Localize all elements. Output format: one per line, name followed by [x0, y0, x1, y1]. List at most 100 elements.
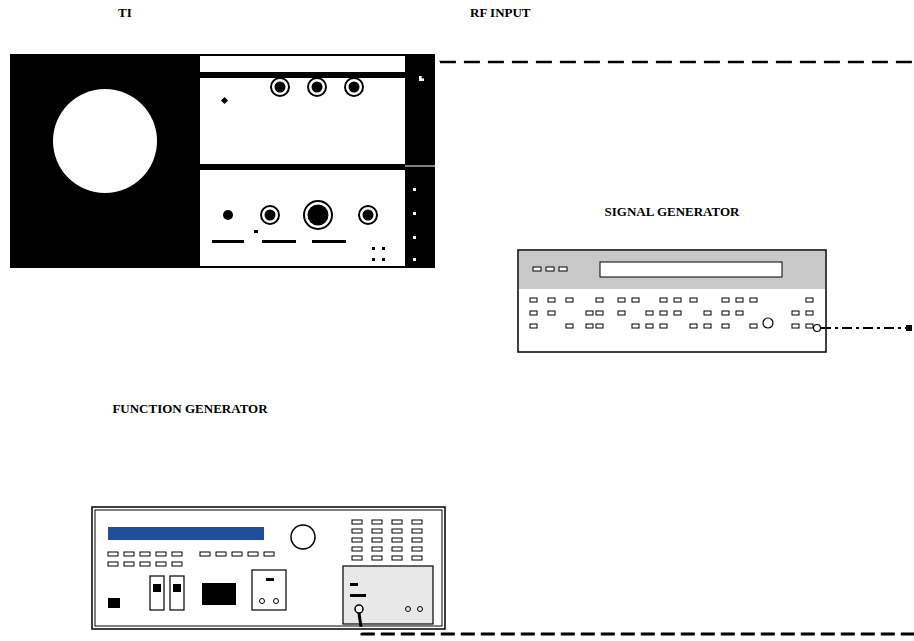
- switch: [150, 576, 164, 610]
- buttons: [530, 267, 813, 328]
- buttons: [108, 520, 422, 566]
- button: [156, 562, 166, 566]
- knob-center: [312, 82, 323, 93]
- lower-panel: [200, 170, 405, 266]
- button: [660, 324, 667, 328]
- button: [548, 298, 555, 302]
- button: [108, 552, 118, 556]
- button: [722, 324, 729, 328]
- jack: [418, 607, 423, 612]
- knob: [359, 206, 377, 224]
- housing: [518, 250, 826, 352]
- button: [806, 311, 813, 315]
- knob: [291, 525, 315, 549]
- dot: [382, 247, 385, 250]
- upper-panel: [200, 78, 405, 164]
- button: [586, 311, 593, 315]
- button: [646, 311, 653, 315]
- knob-center: [349, 82, 360, 93]
- button: [140, 552, 150, 556]
- button: [722, 298, 729, 302]
- knob: [763, 318, 773, 328]
- knob-center: [308, 205, 329, 226]
- knob: [261, 206, 279, 224]
- housing: [92, 507, 445, 629]
- button: [548, 311, 555, 315]
- button: [632, 298, 639, 302]
- button: [232, 552, 242, 556]
- instrument-title: FUNCTION GENERATOR: [112, 402, 267, 416]
- button: [690, 298, 697, 302]
- knob-center: [275, 82, 286, 93]
- knob-center: [363, 210, 374, 221]
- button: [674, 311, 681, 315]
- button: [412, 556, 422, 560]
- oscilloscope: [10, 54, 435, 268]
- button: [412, 529, 422, 533]
- jack: [274, 599, 279, 604]
- mark: [350, 594, 366, 597]
- dots: [372, 188, 416, 261]
- button: [660, 298, 667, 302]
- instrument-signal-generator: SIGNAL GENERATOR: [518, 200, 826, 354]
- side-column: [405, 54, 435, 268]
- button: [392, 529, 402, 533]
- port-label: RF INPUT: [470, 6, 531, 20]
- slot: [312, 240, 346, 243]
- button: [172, 552, 182, 556]
- dot: [413, 258, 416, 261]
- button: [392, 520, 402, 524]
- button: [674, 298, 681, 302]
- button: [352, 520, 362, 524]
- housing: [10, 54, 435, 268]
- button: [200, 552, 210, 556]
- cable-end: [906, 325, 912, 331]
- button: [646, 324, 653, 328]
- button: [530, 298, 537, 302]
- button: [566, 324, 573, 328]
- switch-panel: [252, 570, 286, 610]
- button: [156, 552, 166, 556]
- button: [660, 311, 667, 315]
- block: [202, 583, 236, 605]
- button: [750, 324, 757, 328]
- button: [392, 556, 402, 560]
- bezel: [95, 510, 442, 626]
- button: [704, 311, 711, 315]
- button: [530, 311, 537, 315]
- button: [140, 562, 150, 566]
- button: [806, 298, 813, 302]
- button: [412, 547, 422, 551]
- button: [559, 267, 567, 271]
- button: [392, 538, 402, 542]
- button: [618, 311, 625, 315]
- button: [172, 562, 182, 566]
- button: [352, 538, 362, 542]
- knob: [345, 78, 363, 96]
- button: [108, 562, 118, 566]
- button: [352, 547, 362, 551]
- button: [372, 556, 382, 560]
- switch: [170, 576, 184, 610]
- instrument-title: TI: [118, 6, 132, 20]
- button: [704, 324, 711, 328]
- knob: [304, 201, 332, 229]
- dot: [413, 212, 416, 215]
- dot: [372, 258, 375, 261]
- button: [392, 547, 402, 551]
- button: [566, 298, 573, 302]
- dot: [372, 247, 375, 250]
- slot: [262, 240, 296, 243]
- instrument-function-generator: FUNCTION GENERATOR: [92, 398, 445, 631]
- button: [372, 529, 382, 533]
- power-button: [108, 598, 120, 608]
- button: [750, 298, 757, 302]
- button: [806, 324, 813, 328]
- divider: [405, 166, 435, 167]
- indicator: [223, 210, 233, 220]
- top-band: [519, 251, 825, 289]
- button: [722, 311, 729, 315]
- mark: [350, 583, 358, 586]
- cable: [422, 62, 914, 78]
